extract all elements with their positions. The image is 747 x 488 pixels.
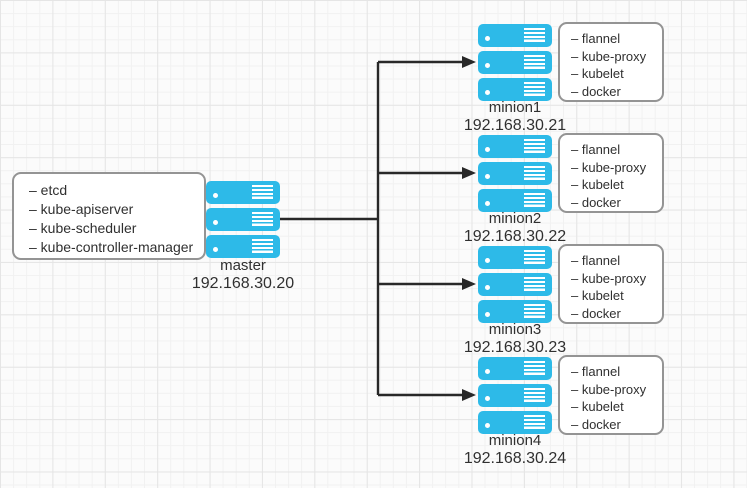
component-item: – kubelet xyxy=(571,399,624,414)
component-item: – kube-proxy xyxy=(571,270,647,286)
server-icon xyxy=(478,300,552,323)
minion1-servers xyxy=(478,24,552,101)
master-label: master xyxy=(220,257,266,274)
server-icon xyxy=(478,357,552,380)
server-icon xyxy=(478,273,552,296)
minion2-components-box: – flannel – kube-proxy – kubelet – docke… xyxy=(558,133,664,213)
server-icon xyxy=(206,208,280,231)
component-item: – docker xyxy=(571,416,621,432)
server-icon xyxy=(478,24,552,47)
minion2-label: minion2 xyxy=(488,210,542,227)
arrowhead-minion4 xyxy=(462,389,476,401)
master-ip: 192.168.30.20 xyxy=(191,275,295,292)
minion3-servers xyxy=(478,246,552,323)
component-item: – docker xyxy=(571,305,621,321)
server-icon xyxy=(478,78,552,101)
component-item: – flannel xyxy=(571,142,621,157)
minion3-components-box: – flannel – kube-proxy – kubelet – docke… xyxy=(558,244,664,324)
master-components-box: – etcd – kube-apiserver – kube-scheduler… xyxy=(12,172,206,260)
server-icon xyxy=(478,246,552,269)
minion4-components-box: – flannel – kube-proxy – kubelet – docke… xyxy=(558,355,664,435)
minion1-components-box: – flannel – kube-proxy – kubelet – docke… xyxy=(558,22,664,102)
component-item: – kube-proxy xyxy=(571,48,647,64)
minion2-ip: 192.168.30.22 xyxy=(463,228,567,245)
component-item: – flannel xyxy=(571,364,621,379)
component-item: – kubelet xyxy=(571,288,624,303)
server-icon xyxy=(206,235,280,258)
arrowhead-minion3 xyxy=(462,278,476,290)
server-icon xyxy=(206,181,280,204)
minion2-servers xyxy=(478,135,552,212)
minion4-label: minion4 xyxy=(488,432,542,449)
server-icon xyxy=(478,189,552,212)
component-item: – flannel xyxy=(571,253,621,268)
server-icon xyxy=(478,135,552,158)
arrowhead-minion2 xyxy=(462,167,476,179)
component-item: – kubelet xyxy=(571,66,624,81)
minion3-ip: 192.168.30.23 xyxy=(463,339,567,356)
server-icon xyxy=(478,411,552,434)
server-icon xyxy=(478,162,552,185)
component-item: – docker xyxy=(571,194,621,210)
component-item: – kubelet xyxy=(571,177,624,192)
component-item: – kube-proxy xyxy=(571,381,647,397)
component-item: – etcd xyxy=(29,182,68,198)
minion4-ip: 192.168.30.24 xyxy=(463,450,567,467)
master-servers xyxy=(206,181,280,258)
server-icon xyxy=(478,384,552,407)
minion1-label: minion1 xyxy=(488,99,542,116)
arrowhead-minion1 xyxy=(462,56,476,68)
server-icon xyxy=(478,51,552,74)
component-item: – kube-proxy xyxy=(571,159,647,175)
component-item: – kube-scheduler xyxy=(29,220,137,236)
component-item: – kube-apiserver xyxy=(29,201,134,217)
minion3-label: minion3 xyxy=(488,321,542,338)
minion1-ip: 192.168.30.21 xyxy=(463,117,567,134)
minion4-servers xyxy=(478,357,552,434)
component-item: – docker xyxy=(571,83,621,99)
component-item: – kube-controller-manager xyxy=(29,239,194,255)
component-item: – flannel xyxy=(571,31,621,46)
